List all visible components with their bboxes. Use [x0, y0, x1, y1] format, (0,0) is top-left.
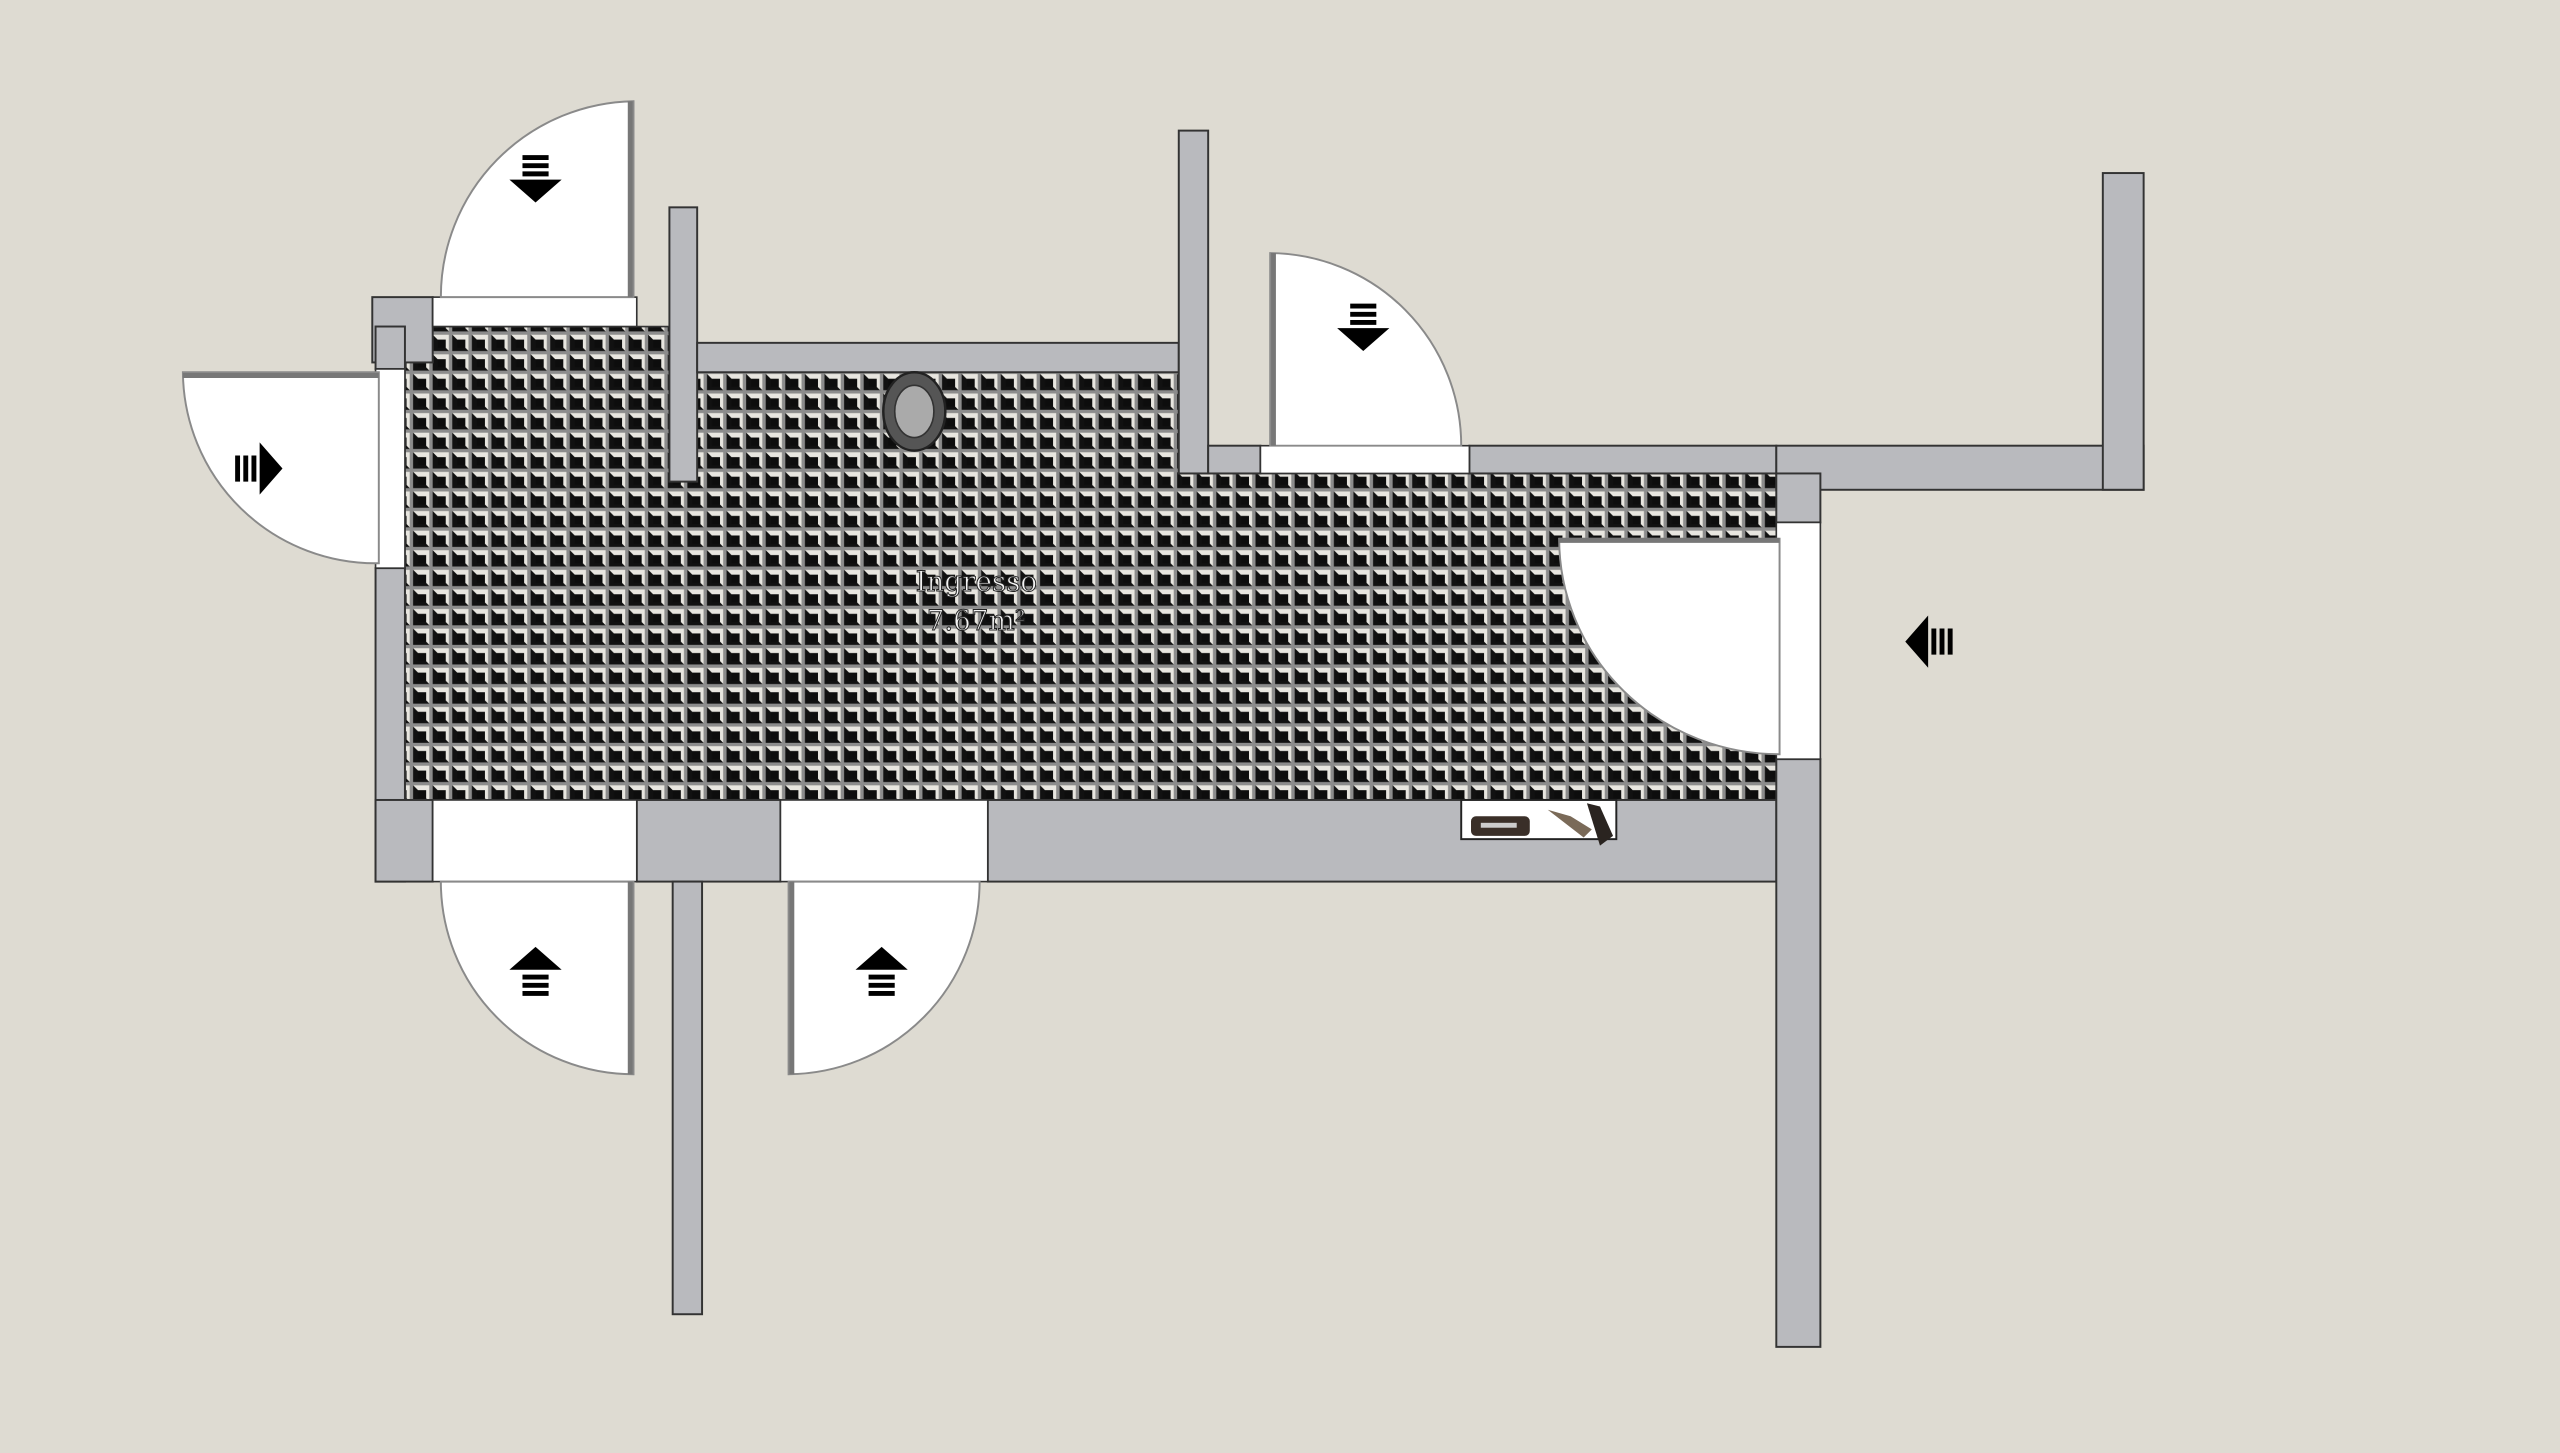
door-bottom-middle[interactable] [787, 880, 981, 1076]
appliance-icon [1460, 798, 1618, 846]
door-top-left[interactable] [439, 100, 635, 299]
door-arrow-icon [855, 946, 908, 996]
room-name: Ingresso [916, 565, 1037, 598]
door-arrow-icon [1337, 303, 1390, 352]
sink-icon [882, 371, 947, 452]
door-right[interactable] [1558, 537, 1953, 756]
door-arrow-icon [1905, 615, 1953, 668]
door-arrow-icon [235, 442, 283, 495]
room-area: 7.67m² [927, 604, 1026, 637]
door-bottom-left[interactable] [439, 880, 635, 1076]
thresholds [374, 296, 1822, 883]
door-arrow-icon [509, 946, 562, 996]
door-left[interactable] [181, 371, 380, 565]
door-arrow-icon [509, 155, 562, 203]
door-top-middle[interactable] [1269, 252, 1463, 447]
